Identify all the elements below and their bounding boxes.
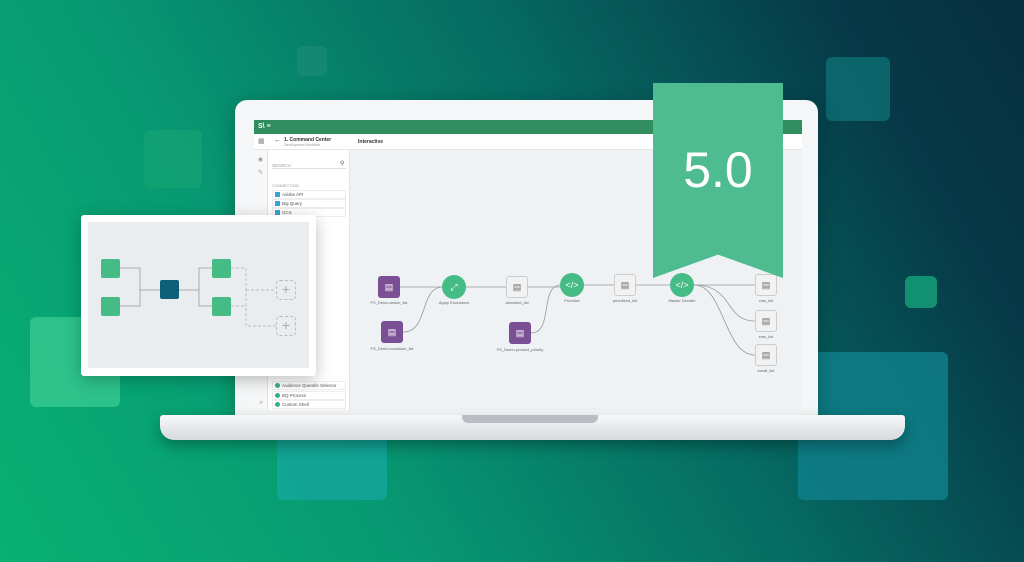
expand-icon[interactable]: » <box>259 400 263 406</box>
node-label: sms_list <box>758 334 774 339</box>
node-label: FS_Demo.product_priority <box>496 347 544 352</box>
product-priority-node[interactable]: ▤ <box>509 322 531 344</box>
sidebar-item[interactable]: Custom Shell <box>272 400 346 409</box>
sidebar-item[interactable]: Audience Quantile Selector <box>272 381 346 390</box>
code-icon: </> <box>565 280 579 290</box>
code-icon: </> <box>675 280 689 290</box>
apply-exclusions-node[interactable]: ⤢ <box>442 275 466 299</box>
action-list-node[interactable]: ▤ <box>378 276 400 298</box>
mode-label[interactable]: Interactive <box>358 139 384 145</box>
search-icon[interactable]: ⚲ <box>340 161 345 167</box>
table-icon: ▤ <box>620 279 630 290</box>
node-label: cms_list <box>758 298 774 303</box>
grid-icon[interactable]: ▦ <box>258 138 265 145</box>
step-box <box>212 297 231 316</box>
node-label: Prioritize <box>564 298 580 303</box>
email-list-node[interactable]: ▤ <box>755 344 777 366</box>
exclusion-list-node[interactable]: ▤ <box>381 321 403 343</box>
breadcrumb-sub: Development Workflow <box>284 143 320 147</box>
add-step-icon[interactable]: + <box>276 316 296 336</box>
sidebar-item[interactable]: Big Query <box>272 199 346 208</box>
workflow-card: + + <box>81 215 316 376</box>
diagram-lines <box>120 267 276 327</box>
item-label: GCS <box>282 210 292 215</box>
item-label: BQ Process <box>282 393 307 398</box>
menu-icon[interactable]: ≡ <box>266 123 271 130</box>
decor-square <box>826 57 890 121</box>
decor-square <box>297 46 327 76</box>
sms-list-node[interactable]: ▤ <box>755 310 777 332</box>
node-label: cleansed_list <box>505 300 529 305</box>
table-icon: ▤ <box>515 327 525 338</box>
node-label: Apply Exclusions <box>438 300 470 305</box>
table-icon: ▤ <box>387 326 397 337</box>
node-label: email_list <box>757 368 775 373</box>
search-input[interactable]: SEARCH <box>272 163 346 169</box>
breadcrumb-title: 1. Command Center <box>284 137 332 143</box>
table-icon: ▤ <box>761 315 771 326</box>
version-label: 5.0 <box>683 142 753 198</box>
item-label: Custom Shell <box>282 402 309 407</box>
laptop-notch <box>462 415 598 423</box>
sidebar-item[interactable]: BQ Process <box>272 391 346 400</box>
table-icon: ▤ <box>761 279 771 290</box>
item-label: Adobe API <box>282 192 304 197</box>
table-icon: ▤ <box>384 281 394 292</box>
node-label: prioritized_list <box>612 298 638 303</box>
prioritize-node[interactable]: </> <box>560 273 584 297</box>
prioritized-list-node[interactable]: ▤ <box>614 274 636 296</box>
process-icon <box>275 393 280 398</box>
connection-icon <box>275 210 280 215</box>
section-label: CONNECTION <box>272 183 299 188</box>
eye-icon[interactable]: ◉ <box>257 157 264 163</box>
table-icon: ▤ <box>761 349 771 360</box>
step-box <box>101 259 120 278</box>
back-icon[interactable]: ← <box>274 137 281 144</box>
app-logo: S\ <box>258 123 265 130</box>
table-icon: ▤ <box>512 281 522 292</box>
item-label: Audience Quantile Selector <box>282 383 337 388</box>
workflow-diagram: + + <box>88 222 309 368</box>
item-label: Big Query <box>282 201 303 206</box>
connector-lines <box>400 284 756 356</box>
step-box <box>101 297 120 316</box>
version-ribbon: 5.0 <box>653 83 783 278</box>
sidebar-item[interactable]: Adobe API <box>272 190 346 199</box>
add-step-icon[interactable]: + <box>276 280 296 300</box>
master-decider-node[interactable]: </> <box>670 273 694 297</box>
connection-icon <box>275 201 280 206</box>
cleansed-list-node[interactable]: ▤ <box>506 276 528 298</box>
step-box <box>212 259 231 278</box>
node-label: Master Decider <box>668 298 696 303</box>
process-icon <box>275 383 280 388</box>
cms-list-node[interactable]: ▤ <box>755 274 777 296</box>
connection-icon <box>275 192 280 197</box>
decor-square <box>144 130 202 188</box>
decor-square <box>905 276 937 308</box>
step-box-selected <box>160 280 179 299</box>
node-label: FS_Demo.action_list <box>370 300 408 305</box>
transform-icon: ⤢ <box>450 281 458 292</box>
node-label: FS_Demo.exclusion_list <box>370 346 414 351</box>
process-icon <box>275 402 280 407</box>
edit-icon[interactable]: ✎ <box>257 170 264 176</box>
